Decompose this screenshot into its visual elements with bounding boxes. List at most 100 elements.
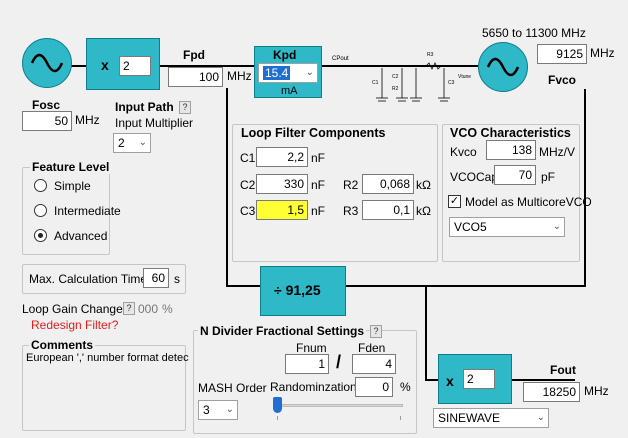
wire-loop-return [226, 88, 228, 286]
radio-simple[interactable] [34, 179, 47, 192]
r2-input[interactable]: 0,068 [362, 174, 414, 194]
chevron-down-icon: ⌄ [536, 412, 545, 423]
input-multiplier-value: 2 [118, 136, 125, 150]
vco-select[interactable]: VCO5 ⌄ [449, 217, 565, 237]
c3-field-label: C3 [240, 204, 256, 218]
loop-filter-title: Loop Filter Components [239, 126, 388, 140]
fraction-slash: / [336, 352, 342, 372]
radio-simple-label: Simple [54, 179, 91, 193]
feature-level-title: Feature Level [30, 160, 112, 174]
input-path-help-icon[interactable]: ? [179, 101, 191, 114]
kvco-input[interactable]: 138 [486, 140, 536, 160]
c1-field-label: C1 [240, 151, 256, 165]
fpd-input[interactable]: 100 [168, 67, 223, 87]
input-path-title: Input Path [115, 100, 174, 114]
c3-unit: nF [311, 204, 326, 218]
fout-label: Fout [550, 363, 576, 377]
kpd-unit: mA [281, 85, 298, 97]
loop-gain-help-icon[interactable]: ? [123, 302, 135, 315]
fnum-label: Fnum [296, 341, 327, 355]
max-calc-group [22, 264, 186, 294]
ref-multiplier-input[interactable]: 2 [119, 56, 151, 76]
vco-range-label: 5650 to 11300 MHz [482, 26, 586, 40]
randomization-slider-thumb[interactable] [273, 397, 282, 413]
fout-input[interactable]: 18250 [523, 382, 580, 402]
radio-advanced[interactable] [34, 229, 47, 242]
wire-right-down [584, 89, 586, 286]
vco-char-group [442, 124, 580, 262]
out-multiplier-input[interactable]: 2 [463, 369, 495, 389]
max-calc-label: Max. Calculation Time [29, 272, 148, 286]
loop-filter-group [232, 124, 438, 262]
vco-symbol [478, 42, 528, 92]
fout-unit: MHz [584, 384, 609, 398]
chevron-down-icon: ⌄ [552, 221, 561, 232]
randomization-slider-track[interactable] [275, 404, 403, 407]
vcocap-label: VCOCap [450, 170, 499, 184]
radio-intermediate-label: Intermediate [54, 204, 121, 218]
c1-label: C1 [372, 80, 379, 86]
c2-field-label: C2 [240, 178, 256, 192]
chevron-down-icon: ⌄ [305, 67, 314, 78]
mash-order-select[interactable]: 3 ⌄ [198, 400, 238, 420]
c3-input[interactable]: 1,5 [256, 200, 308, 220]
c2-unit: nF [311, 178, 326, 192]
fvco-label: Fvco [548, 73, 577, 87]
vco-select-value: VCO5 [454, 220, 487, 234]
waveform-select[interactable]: SINEWAVE ⌄ [433, 408, 549, 428]
loop-gain-label: Loop Gain Change [22, 302, 123, 316]
multicore-checkbox[interactable]: ✓ [448, 195, 461, 208]
fvco-unit: MHz [590, 46, 615, 60]
fpd-unit: MHz [227, 69, 252, 83]
comments-group [22, 345, 186, 431]
radio-advanced-label: Advanced [54, 229, 108, 243]
c3-label: C3 [448, 80, 455, 86]
kpd-value: 15.4 [263, 66, 291, 80]
r3-input[interactable]: 0,1 [362, 200, 414, 220]
fvco-input[interactable]: 9125 [537, 44, 587, 64]
mash-order-label: MASH Order [198, 381, 267, 395]
r3-label: R3 [427, 52, 434, 58]
randomization-label: Randominzation [270, 380, 357, 394]
oscillator-symbol [22, 38, 72, 88]
ref-multiplier-symbol: x [101, 57, 109, 73]
randomization-unit: % [400, 380, 411, 394]
fden-label: Fden [358, 341, 386, 355]
fosc-label: Fosc [32, 98, 61, 112]
slider-tick-marks [277, 416, 401, 420]
randomization-input[interactable]: 0 [355, 377, 393, 397]
chevron-down-icon: ⌄ [225, 404, 234, 415]
input-multiplier-select[interactable]: 2 ⌄ [113, 133, 151, 153]
r3-field-label: R3 [343, 204, 359, 218]
input-multiplier-label: Input Multiplier [115, 116, 194, 130]
fosc-unit: MHz [75, 113, 100, 127]
sine-icon [30, 53, 64, 73]
kvco-unit: MHz/V [539, 145, 575, 159]
kvco-label: Kvco [450, 145, 477, 159]
waveform-value: SINEWAVE [438, 411, 501, 425]
comments-title: Comments [29, 338, 96, 352]
multicore-label: Model as MulticoreVCO [465, 195, 592, 209]
fnum-input[interactable]: 1 [285, 354, 329, 374]
radio-intermediate[interactable] [34, 204, 47, 217]
fosc-input[interactable]: 50 [22, 111, 72, 131]
c1-input[interactable]: 2,2 [256, 147, 308, 167]
nfrac-help-icon[interactable]: ? [370, 325, 382, 338]
max-calc-unit: s [174, 272, 180, 286]
vcocap-input[interactable]: 70 [494, 165, 536, 185]
max-calc-input[interactable]: 60 [143, 268, 169, 288]
n-divider-block [260, 266, 346, 316]
redesign-filter-link[interactable]: Redesign Filter? [31, 318, 119, 332]
kpd-select[interactable]: 15.4 ⌄ [258, 63, 318, 83]
loop-gain-value: 000 [138, 302, 159, 316]
fden-input[interactable]: 4 [352, 354, 396, 374]
c2-input[interactable]: 330 [256, 174, 308, 194]
fpd-label: Fpd [183, 48, 205, 62]
sine-icon [486, 57, 520, 77]
out-multiplier-symbol: x [446, 373, 454, 389]
kpd-label: Kpd [273, 48, 297, 62]
n-divider-label: ÷ 91,25 [274, 282, 321, 298]
wire-out-vertical [425, 286, 427, 380]
chevron-down-icon: ⌄ [138, 137, 147, 148]
r2-unit: kΩ [416, 178, 431, 192]
